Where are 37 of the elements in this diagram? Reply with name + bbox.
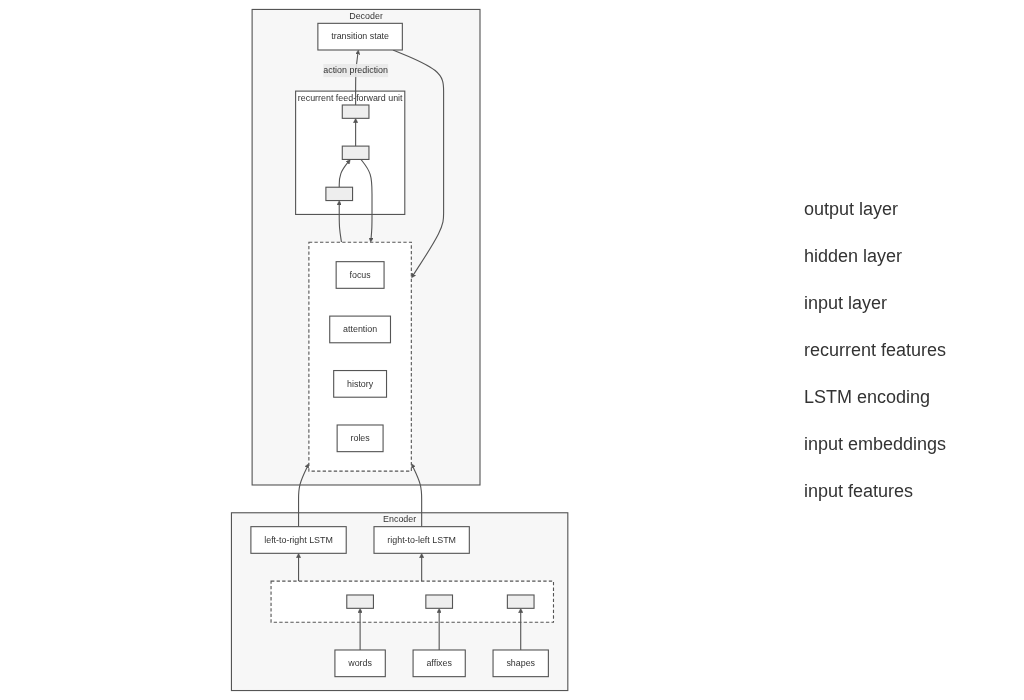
layer-label: recurrent features: [804, 339, 948, 361]
layer-label: input embeddings: [804, 433, 948, 455]
arrow: [419, 553, 425, 582]
node-box: shapes: [492, 649, 550, 678]
arrow: [296, 553, 302, 582]
arrow: [358, 608, 363, 651]
node-box: attention: [329, 315, 392, 344]
arrow: [411, 463, 423, 528]
node-box: [425, 594, 454, 609]
node-box: right-to-left LSTM: [373, 526, 471, 554]
layer-label: input layer: [804, 292, 889, 314]
arrow: [337, 200, 343, 243]
layer-label: hidden layer: [804, 245, 904, 267]
arrow: [353, 118, 359, 147]
arrow: [360, 158, 374, 243]
node-box: [346, 594, 375, 609]
node-box: history: [333, 370, 388, 398]
cluster: [270, 580, 555, 623]
node-box: [342, 145, 370, 160]
node-box: left-to-right LSTM: [250, 526, 348, 554]
edge-label: action prediction: [323, 65, 389, 75]
node-box: words: [334, 649, 387, 678]
layer-label: output layer: [804, 198, 900, 220]
arrow: [518, 608, 524, 651]
node-box: affixes: [412, 649, 467, 678]
arrow: [298, 463, 310, 528]
layer-label: input features: [804, 480, 915, 502]
layer-label: LSTM encoding: [804, 386, 932, 408]
node-box: focus: [335, 261, 385, 289]
arrow: [437, 608, 442, 651]
node-box: [325, 186, 354, 202]
node-box: [507, 594, 535, 609]
arrow: [339, 159, 351, 188]
cluster: [308, 241, 413, 472]
node-box: roles: [336, 424, 384, 453]
node-box: [342, 104, 370, 119]
node-box: transition state: [317, 22, 404, 51]
